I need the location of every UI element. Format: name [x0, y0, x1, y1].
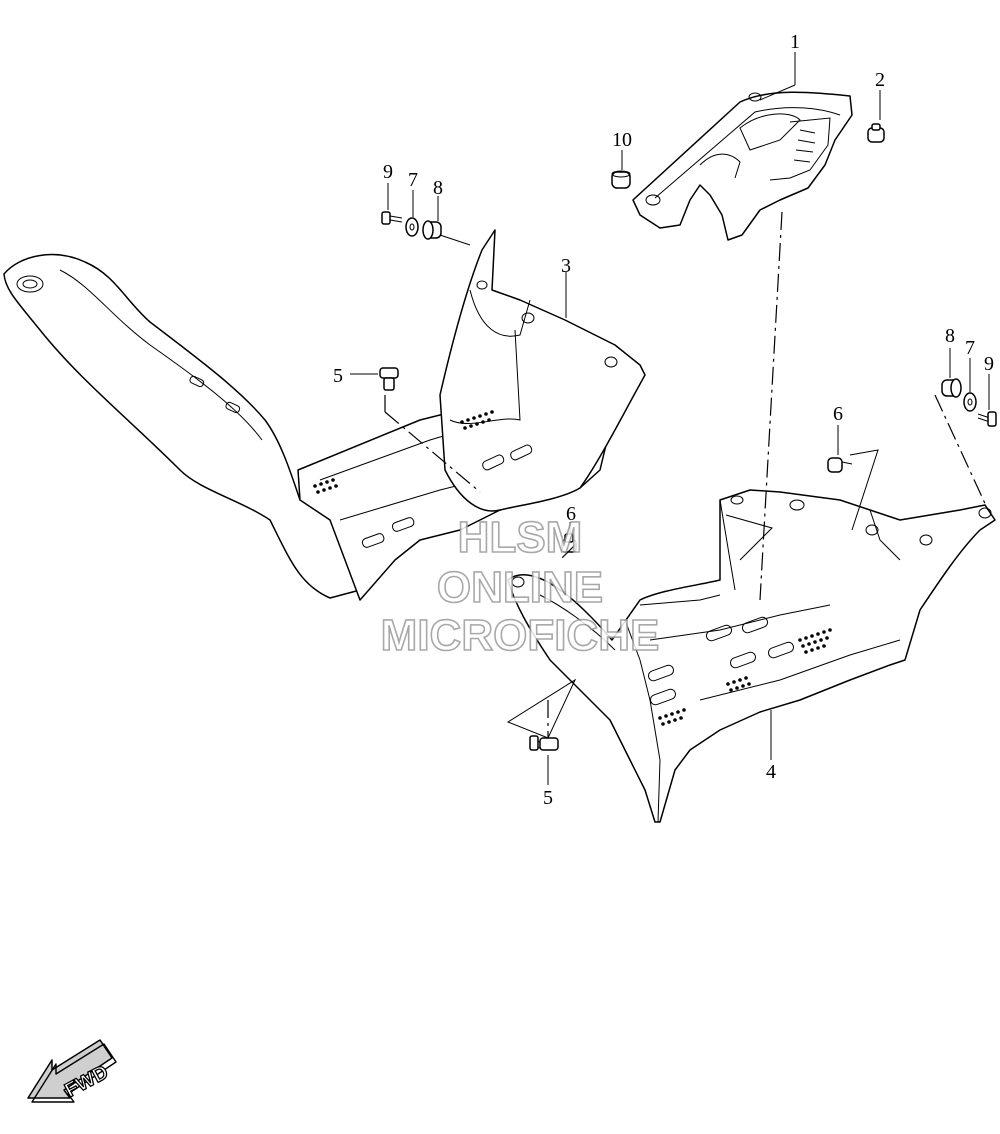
right-footrest-part [507, 489, 996, 823]
callout-9-right: 9 [984, 353, 994, 375]
fwd-direction-badge: FWD [27, 1039, 117, 1103]
callout-4: 4 [766, 761, 776, 783]
alignment-lines [384, 211, 989, 739]
callout-1: 1 [790, 31, 800, 53]
bolt-part-2 [867, 123, 885, 143]
callout-6-right: 6 [833, 403, 843, 425]
left-footrest-part [3, 229, 646, 601]
watermark-line-1: HLSM [458, 513, 583, 562]
collar-part-10 [611, 170, 631, 189]
callout-5-left: 5 [333, 365, 343, 387]
watermark: HLSM ONLINE MICROFICHE [380, 512, 660, 661]
callout-7-left: 7 [408, 169, 418, 191]
callout-6-center: 6 [566, 503, 576, 525]
callout-5-bottom: 5 [543, 787, 553, 809]
callout-8-left: 8 [433, 177, 443, 199]
callout-10: 10 [612, 129, 632, 151]
nut-part-6-right [827, 457, 853, 473]
upper-cover-part [632, 91, 853, 241]
nut-part-6-center [561, 533, 577, 553]
bolt-washer-grommet-left [381, 211, 442, 240]
leader-lines [350, 52, 990, 785]
watermark-line-3: MICROFICHE [381, 611, 660, 660]
callout-7-right: 7 [965, 337, 975, 359]
callout-2: 2 [875, 69, 885, 91]
callout-3: 3 [561, 255, 571, 277]
bolt-washer-grommet-right [941, 378, 997, 427]
bolt-part-5-bottom [529, 735, 559, 751]
bolt-part-5-left [379, 367, 399, 391]
callout-8-right: 8 [945, 325, 955, 347]
callout-9-left: 9 [383, 161, 393, 183]
watermark-line-2: ONLINE [437, 563, 603, 612]
